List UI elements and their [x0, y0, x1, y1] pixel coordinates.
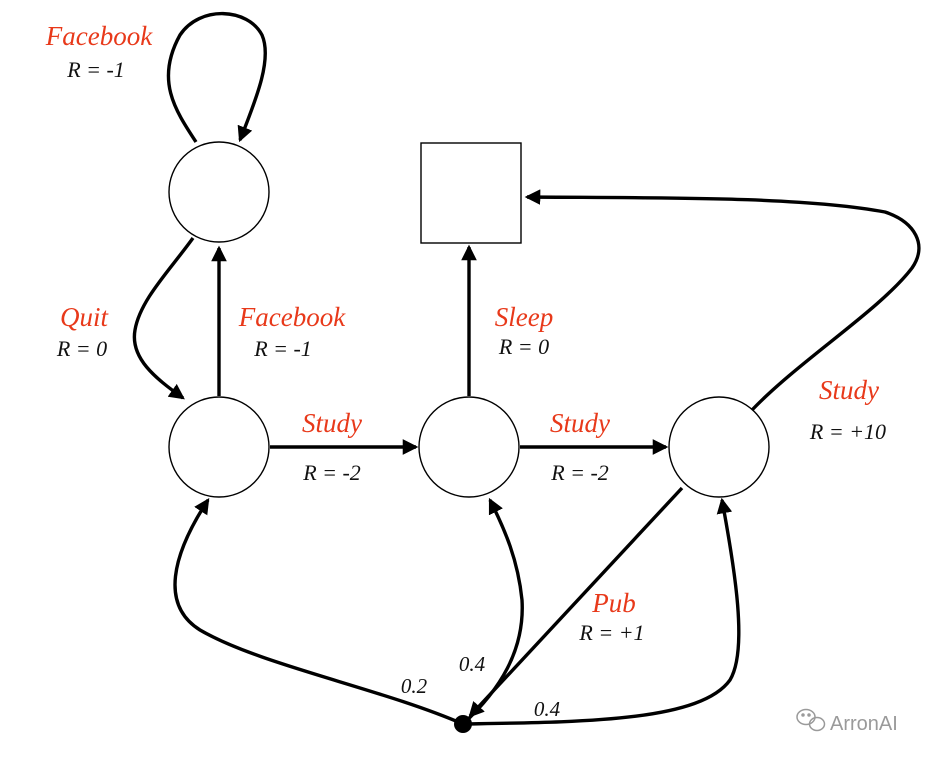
facebook-loop-action-label: Facebook	[45, 21, 153, 51]
prob-to-class1-label: 0.2	[401, 674, 428, 698]
pub-reward-label: R = +1	[578, 620, 644, 645]
facebook-action-label: Facebook	[238, 302, 346, 332]
chance-to-class2-edge	[461, 497, 524, 726]
prob-to-class2-label: 0.4	[459, 652, 486, 676]
pub-action-label: Pub	[591, 588, 636, 618]
study1-reward-label: R = -2	[302, 460, 361, 485]
watermark-text: ArronAI	[830, 713, 898, 735]
facebook-self-loop-edge	[166, 12, 267, 143]
study1-action-label: Study	[302, 408, 362, 438]
wechat-icon	[796, 708, 826, 732]
chance-to-class3-edge	[462, 497, 741, 726]
terminal-state-sleep	[420, 142, 522, 244]
sleep-action-label: Sleep	[495, 302, 553, 332]
study2-action-label: Study	[550, 408, 610, 438]
chance-node	[454, 715, 472, 733]
state-class2	[418, 396, 520, 498]
quit-action-label: Quit	[60, 302, 110, 332]
study3-edge	[524, 189, 921, 412]
study3-reward-label: R = +10	[809, 419, 886, 444]
study3-action-label: Study	[819, 375, 879, 405]
study2-reward-label: R = -2	[550, 460, 609, 485]
watermark: ArronAI	[796, 708, 898, 735]
sleep-reward-label: R = 0	[498, 334, 549, 359]
facebook-reward-label: R = -1	[253, 336, 312, 361]
state-class3	[668, 396, 770, 498]
chance-to-class1-edge	[173, 498, 464, 726]
quit-reward-label: R = 0	[56, 336, 107, 361]
pub-edge	[468, 486, 684, 718]
state-class1	[168, 396, 270, 498]
facebook-loop-reward-label: R = -1	[66, 57, 125, 82]
quit-edge	[132, 237, 195, 400]
state-facebook	[168, 141, 270, 243]
prob-to-class3-label: 0.4	[534, 697, 561, 721]
